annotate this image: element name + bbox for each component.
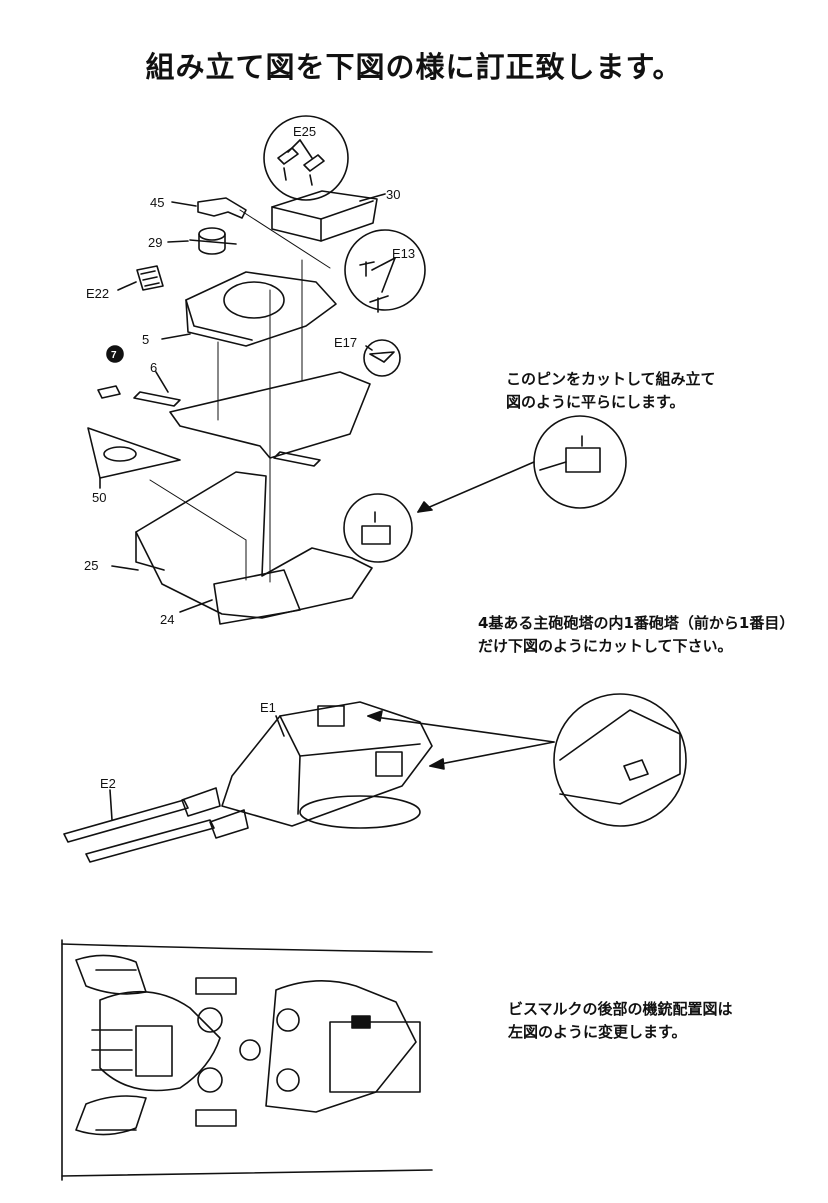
- label-e13: E13: [392, 246, 415, 261]
- turret-cut-note: 4基ある主砲砲塔の内1番砲塔（前から1番目） だけ下図のようにカットして下さい。: [478, 612, 794, 658]
- aa-layout-note-line1: ビスマルクの後部の機銃配置図は: [508, 1000, 733, 1018]
- page-title: 組み立て図を下図の様に訂正致します。: [145, 50, 683, 84]
- label-6: 6: [150, 360, 157, 375]
- e13-detail-callout: E13: [344, 229, 426, 313]
- assembly-guide-lines: [149, 209, 331, 583]
- label-50: 50: [92, 490, 106, 505]
- pin-cut-note-line1: このピンをカットして組み立て: [506, 370, 716, 388]
- pin-detail-small: [343, 493, 413, 563]
- label-24: 24: [160, 612, 174, 627]
- label-30: 30: [386, 187, 400, 202]
- turret-detail-callout: [367, 693, 687, 827]
- label-45: 45: [150, 195, 164, 210]
- part-e17: E17: [334, 335, 401, 377]
- part-50: 50: [87, 427, 181, 505]
- part-7: 7: [97, 345, 124, 399]
- label-e25: E25: [293, 124, 316, 139]
- pin-cut-note: このピンをカットして組み立て 図のように平らにします。: [506, 368, 716, 414]
- label-e17: E17: [334, 335, 357, 350]
- label-5: 5: [142, 332, 149, 347]
- part-6: 6: [133, 360, 371, 467]
- part-45: 45: [150, 195, 247, 219]
- label-25: 25: [84, 558, 98, 573]
- turret-e1: E1: [221, 700, 433, 829]
- part-5: 5: [142, 271, 337, 347]
- gun-barrels-e2: E2: [63, 776, 249, 863]
- turret-cut-note-line2: だけ下図のようにカットして下さい。: [478, 637, 733, 655]
- part-30: 30: [271, 187, 400, 242]
- part-e22: E22: [86, 265, 164, 301]
- aa-layout-note: ビスマルクの後部の機銃配置図は 左図のように変更します。: [508, 998, 733, 1044]
- part-25-24: 25 24: [84, 471, 373, 627]
- label-e2: E2: [100, 776, 116, 791]
- part-29: 29: [148, 227, 237, 255]
- label-7: 7: [111, 350, 117, 361]
- label-e22: E22: [86, 286, 109, 301]
- pin-cut-note-line2: 図のように平らにします。: [506, 393, 685, 411]
- aa-layout-note-line2: 左図のように変更します。: [508, 1023, 687, 1041]
- label-e1: E1: [260, 700, 276, 715]
- label-29: 29: [148, 235, 162, 250]
- aa-layout-plan: [61, 939, 433, 1181]
- turret-cut-note-line1: 4基ある主砲砲塔の内1番砲塔（前から1番目）: [478, 614, 795, 632]
- pin-detail-large: [417, 415, 627, 513]
- e25-detail-callout: E25: [263, 115, 349, 201]
